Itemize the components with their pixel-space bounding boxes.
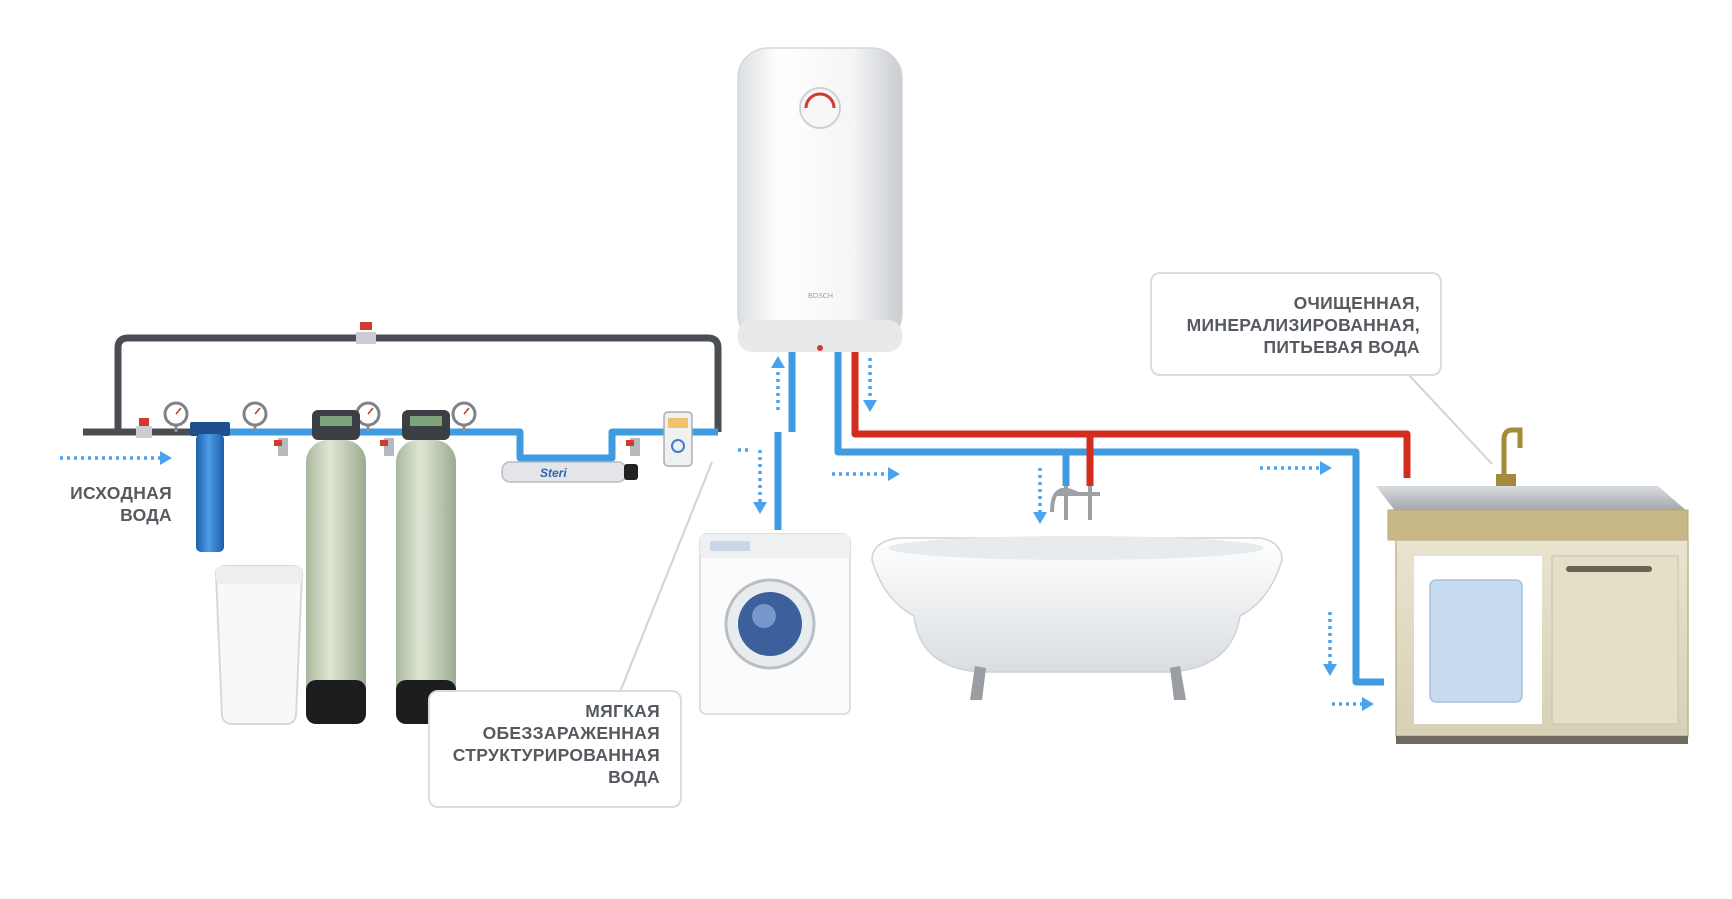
- label-line: ОБЕЗЗАРАЖЕННАЯ: [482, 723, 660, 743]
- drinking-water-label: ОЧИЩЕННАЯ, МИНЕРАЛИЗИРОВАННАЯ, ПИТЬЕВАЯ …: [1150, 292, 1420, 358]
- softener-tank: [396, 410, 456, 724]
- label-line: СТРУКТУРИРОВАННАЯ: [452, 745, 660, 765]
- callout-leader-line: [1407, 373, 1493, 465]
- pressure-gauge-icon: [451, 401, 477, 432]
- ball-valve-icon: [356, 322, 376, 344]
- soft-water-callout: [428, 690, 682, 808]
- water-heater: BOSCH: [737, 47, 903, 352]
- cold-water-pipes: [200, 352, 1384, 686]
- hot-water-pipe: [851, 352, 1411, 486]
- label-line: ОЧИЩЕННАЯ,: [1293, 293, 1420, 313]
- pressure-gauge-icon: [355, 401, 381, 432]
- callout-leader-line: [619, 461, 713, 693]
- kitchen-cabinet: [1376, 486, 1689, 744]
- drinking-water-callout: [1150, 272, 1442, 376]
- faucet-icon: [1050, 486, 1100, 520]
- uv-brand-label: Steri: [540, 466, 567, 480]
- source-water-label: ИСХОДНАЯ ВОДА: [40, 482, 172, 526]
- label-line: ИСХОДНАЯ: [70, 483, 172, 503]
- heater-brand-label: BOSCH: [808, 293, 833, 300]
- label-line: ВОДА: [608, 767, 660, 787]
- brine-tank: [214, 565, 304, 725]
- label-line: ПИТЬЕВАЯ ВОДА: [1263, 337, 1420, 357]
- flow-arrow-icon: [60, 358, 1362, 706]
- bathtub: [871, 536, 1283, 700]
- washing-machine: [699, 533, 851, 715]
- faucet-icon: [1496, 427, 1523, 486]
- flow-arrow-icon: [160, 356, 1374, 711]
- label-line: ВОДА: [120, 505, 172, 525]
- water-structurer: [663, 411, 693, 467]
- pressure-gauge-icon: [163, 401, 189, 432]
- ball-valve-icon: [136, 418, 640, 456]
- pressure-gauge-icon: [242, 401, 268, 432]
- uv-sterilizer: Steri: [501, 461, 638, 483]
- label-line: МИНЕРАЛИЗИРОВАННАЯ,: [1186, 315, 1420, 335]
- coarse-filter: [190, 422, 230, 552]
- label-line: МЯГКАЯ: [585, 701, 660, 721]
- soft-water-label: МЯГКАЯ ОБЕЗЗАРАЖЕННАЯ СТРУКТУРИРОВАННАЯ …: [428, 700, 660, 788]
- softener-tank: [306, 410, 366, 724]
